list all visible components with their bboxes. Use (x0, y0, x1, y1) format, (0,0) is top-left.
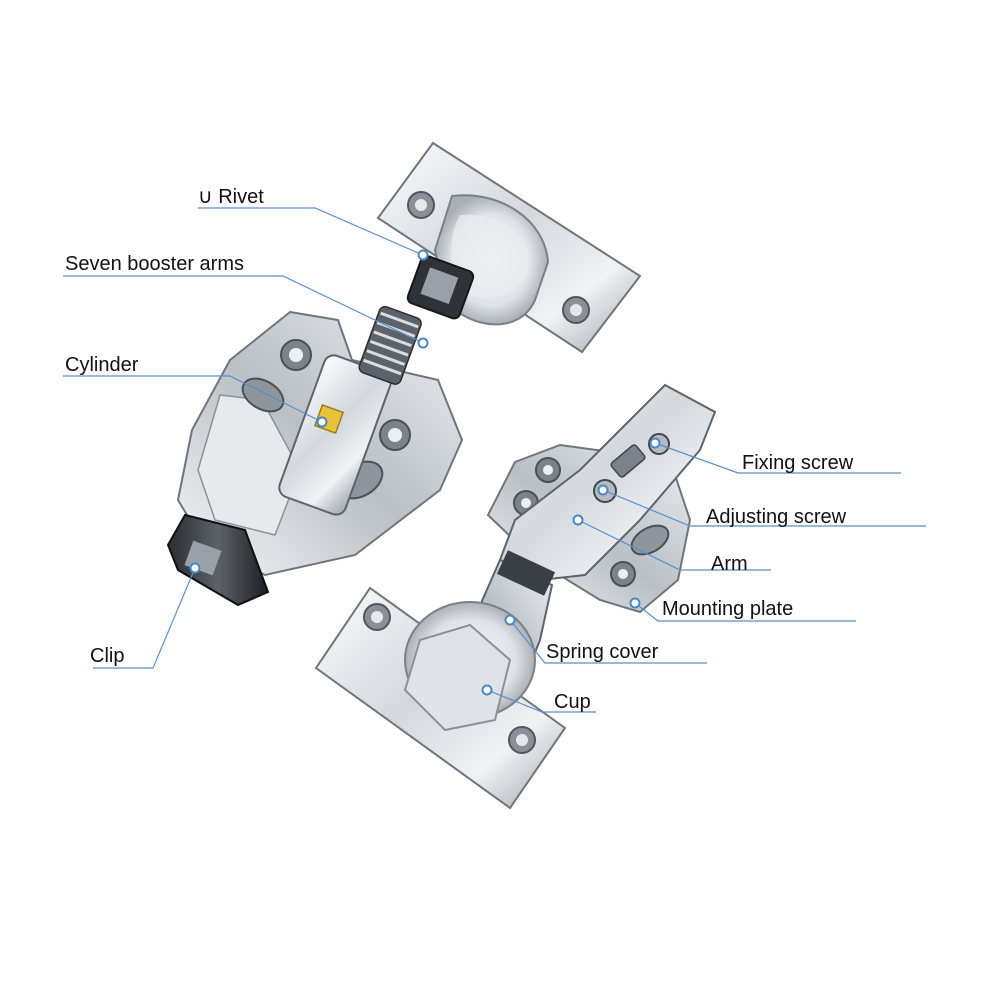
marker-mounting-plate (629, 597, 641, 609)
label-seven-booster-arms: Seven booster arms (65, 253, 244, 275)
part-labels: ∪ Rivet Seven booster arms Cylinder Clip… (65, 186, 854, 713)
marker-fixing-screw (649, 437, 661, 449)
markers (189, 249, 661, 696)
label-u-rivet: ∪ Rivet (198, 186, 264, 208)
label-clip: Clip (90, 645, 124, 667)
leader-u-rivet (198, 207, 424, 256)
marker-seven-booster-arms (417, 337, 429, 349)
leader-spring-cover (509, 619, 707, 664)
label-arm: Arm (711, 553, 748, 575)
leader-lines (63, 207, 926, 713)
label-cylinder: Cylinder (65, 354, 139, 376)
label-mounting-plate: Mounting plate (662, 598, 793, 620)
booster-spring (358, 305, 422, 385)
label-cup: Cup (554, 691, 591, 713)
leader-clip (93, 567, 196, 669)
left-hinge (166, 141, 642, 607)
label-spring-cover: Spring cover (546, 641, 659, 663)
label-adjusting-screw: Adjusting screw (706, 506, 847, 528)
marker-adjusting-screw (597, 484, 609, 496)
leader-adjusting-screw (602, 489, 926, 527)
marker-spring-cover (504, 614, 516, 626)
label-fixing-screw: Fixing screw (742, 452, 854, 474)
marker-cup (481, 684, 493, 696)
leader-arm (577, 519, 771, 571)
marker-arm (572, 514, 584, 526)
leader-cylinder (63, 375, 323, 423)
leader-seven-booster-arms (63, 275, 424, 344)
marker-clip (189, 562, 201, 574)
marker-cylinder (316, 416, 328, 428)
leader-fixing-screw (654, 442, 901, 474)
marker-u-rivet (417, 249, 429, 261)
leader-mounting-plate (634, 602, 856, 622)
right-hinge (314, 383, 717, 810)
leader-cup (486, 689, 596, 713)
